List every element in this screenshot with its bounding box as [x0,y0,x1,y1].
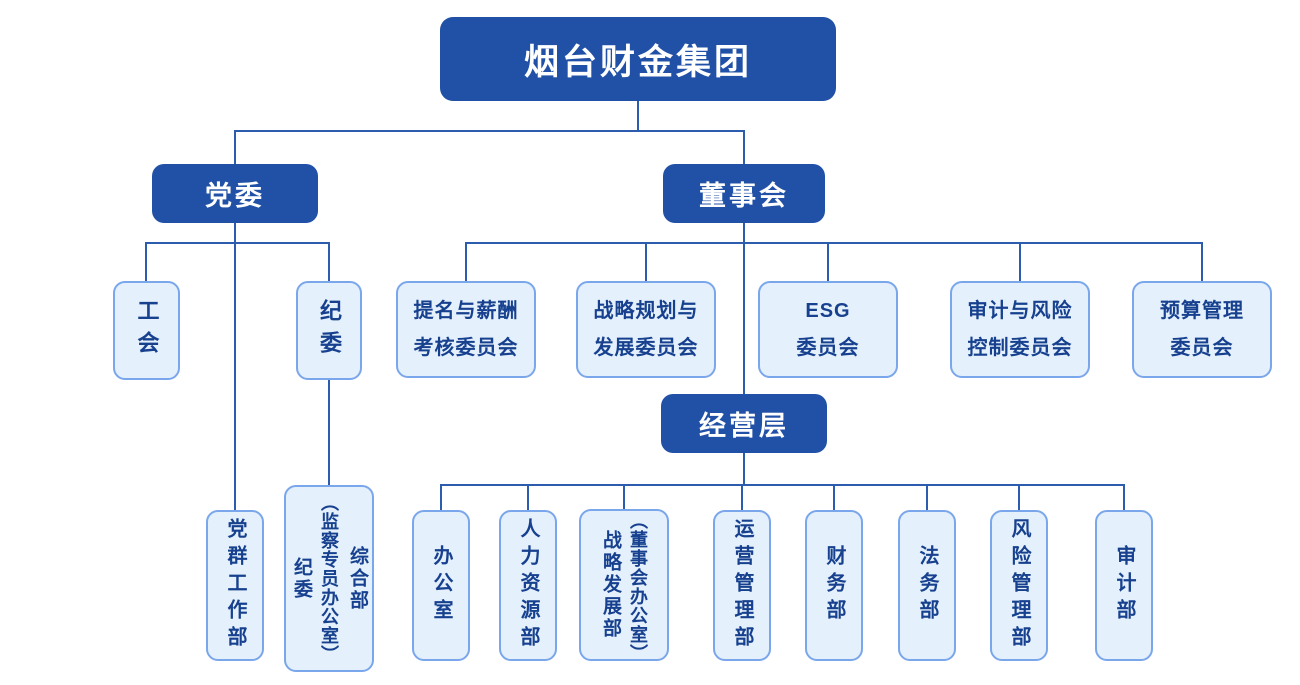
node-party-mass-work-dept: 党群工作部 [206,510,264,661]
node-committee-nomination-compensation: 提名与薪酬 考核委员会 [396,281,536,378]
party-mass-work-label: 党群工作部 [224,518,246,653]
node-group-root: 烟台财金集团 [440,17,836,101]
connector-line [465,242,467,281]
finance-label: 财务部 [823,545,845,626]
connector-line [833,484,835,510]
committee-line: 发展委员会 [593,336,699,359]
connector-line [637,101,639,132]
operations-label: 运营管理部 [731,518,753,653]
connector-line [1123,484,1125,510]
vertical-text-column: 综合部 [347,545,368,612]
vertical-text-column: （监察专员办公室） [319,493,339,664]
connector-line [328,380,330,485]
connector-line [743,223,745,394]
committee-line: 提名与薪酬 [413,299,519,322]
committee-line: 委员会 [796,336,860,359]
office-label: 办公室 [430,545,452,626]
legal-label: 法务部 [916,545,938,626]
committee-line: ESG [805,299,851,322]
node-committee-budget-management: 预算管理 委员会 [1132,281,1272,378]
connector-line [328,242,330,281]
connector-line [645,242,647,281]
node-finance-dept: 财务部 [805,510,863,661]
node-operations-dept: 运营管理部 [713,510,771,661]
connector-line [234,130,236,164]
committee-line: 预算管理 [1160,299,1244,322]
connector-line [743,130,745,164]
node-party-committee: 党委 [152,164,318,223]
connector-line [234,130,745,132]
board-label: 董事会 [699,181,789,211]
connector-line [465,242,1203,244]
node-committee-esg: ESG 委员会 [758,281,898,378]
connector-line [623,484,625,510]
committee-line: 控制委员会 [967,336,1073,359]
node-committee-strategy-development: 战略规划与 发展委员会 [576,281,716,378]
group-root-label: 烟台财金集团 [523,42,752,82]
connector-line [440,484,442,510]
connector-line [1201,242,1203,281]
node-management: 经营层 [661,394,827,453]
connector-line [234,223,236,510]
connector-line [1019,242,1021,281]
node-human-resources-dept: 人力资源部 [499,510,557,661]
vertical-text-column: （董事会办公室） [628,511,648,663]
node-audit-dept: 审计部 [1095,510,1153,661]
risk-management-label: 风险管理部 [1008,518,1030,653]
union-label: 工会 [134,298,160,363]
node-general-office-discipline-dept: 综合部 （监察专员办公室） 纪委 [284,485,374,672]
discipline-committee-label: 纪委 [317,298,342,363]
node-union: 工会 [113,281,180,380]
human-resources-label: 人力资源部 [517,518,539,653]
vertical-text-column: 战略发展部 [600,530,621,640]
connector-line [741,484,743,510]
connector-line [145,242,330,244]
node-discipline-committee: 纪委 [296,281,362,380]
node-legal-dept: 法务部 [898,510,956,661]
node-risk-management-dept: 风险管理部 [990,510,1048,661]
connector-line [926,484,928,510]
audit-label: 审计部 [1113,545,1135,626]
connector-line [827,242,829,281]
party-committee-label: 党委 [205,181,265,211]
connector-line [145,242,147,281]
general-office-discipline-label: 综合部 （监察专员办公室） 纪委 [287,493,371,664]
connector-line [527,484,529,510]
connector-line [1018,484,1020,510]
node-office-dept: 办公室 [412,510,470,661]
connector-line [440,484,1124,486]
node-board: 董事会 [663,164,825,223]
committee-line: 考核委员会 [413,336,519,359]
committee-line: 审计与风险 [967,299,1073,322]
connector-line [743,453,745,486]
strategy-development-label: （董事会办公室） 战略发展部 [596,511,652,663]
node-committee-audit-risk-control: 审计与风险 控制委员会 [950,281,1090,378]
node-strategy-development-dept: （董事会办公室） 战略发展部 [579,509,669,663]
committee-line: 战略规划与 [593,299,699,322]
committee-line: 委员会 [1170,336,1234,359]
vertical-text-column: 纪委 [291,556,312,601]
management-label: 经营层 [699,411,789,441]
